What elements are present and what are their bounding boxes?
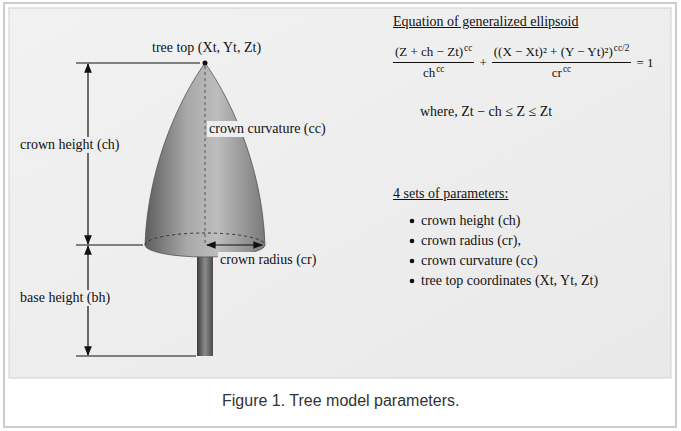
bullet bbox=[410, 279, 415, 284]
exponent: cc bbox=[563, 64, 571, 74]
extension-line bbox=[76, 356, 196, 357]
exponent: cc bbox=[436, 64, 444, 74]
bullet bbox=[410, 219, 415, 224]
parameter-label: crown curvature (cc) bbox=[207, 121, 328, 137]
bullet bbox=[410, 259, 415, 264]
denominator: crcc bbox=[492, 62, 632, 81]
numerator: (Z + ch − Zt)cc bbox=[393, 44, 474, 62]
operator: = 1 bbox=[636, 55, 653, 71]
dimension-arrow bbox=[87, 64, 88, 244]
exponent: cc bbox=[464, 43, 472, 53]
crown-axis bbox=[205, 66, 206, 245]
crown bbox=[145, 63, 265, 257]
fraction: (Z + ch − Zt)ccchcc bbox=[393, 44, 474, 81]
radius-arrow bbox=[207, 244, 262, 245]
list-item: tree top coordinates (Xt, Yt, Zt) bbox=[421, 273, 598, 289]
equation-condition: where, Zt − ch ≤ Z ≤ Zt bbox=[420, 104, 552, 120]
equation-term: ch bbox=[423, 65, 435, 80]
ellipsoid-equation: (Z + ch − Zt)ccchcc+((X − Xt)² + (Y − Yt… bbox=[393, 44, 658, 81]
list-item: crown curvature (cc) bbox=[421, 253, 538, 269]
fraction: ((X − Xt)² + (Y − Yt)²)cc/2crcc bbox=[492, 44, 632, 81]
figure-panel bbox=[9, 8, 671, 378]
trunk bbox=[197, 252, 213, 356]
denominator: chcc bbox=[393, 62, 474, 81]
figure-caption: Figure 1. Tree model parameters. bbox=[222, 392, 459, 410]
dimension-label: crown height (ch) bbox=[18, 137, 122, 153]
equation-term: ((X − Xt)² + (Y − Yt)²) bbox=[494, 44, 613, 59]
list-item: crown radius (cr), bbox=[421, 233, 521, 249]
bullet bbox=[410, 239, 415, 244]
point-label: tree top (Xt, Yt, Zt) bbox=[152, 40, 261, 56]
parameter-label: crown radius (cr) bbox=[218, 252, 318, 268]
equation-heading: Equation of generalized ellipsoid bbox=[393, 14, 578, 30]
extension-line bbox=[76, 245, 143, 246]
extension-line bbox=[76, 63, 200, 64]
operator: + bbox=[479, 55, 486, 71]
outer-frame bbox=[4, 3, 676, 427]
numerator: ((X − Xt)² + (Y − Yt)²)cc/2 bbox=[492, 44, 632, 62]
list-item: crown height (ch) bbox=[421, 213, 521, 229]
equation-term: cr bbox=[552, 65, 562, 80]
list-heading: 4 sets of parameters: bbox=[393, 186, 508, 202]
equation-term: (Z + ch − Zt) bbox=[395, 44, 463, 59]
tree-top-point bbox=[203, 61, 208, 66]
exponent: cc/2 bbox=[614, 43, 630, 53]
dimension-label: base height (bh) bbox=[18, 290, 112, 306]
